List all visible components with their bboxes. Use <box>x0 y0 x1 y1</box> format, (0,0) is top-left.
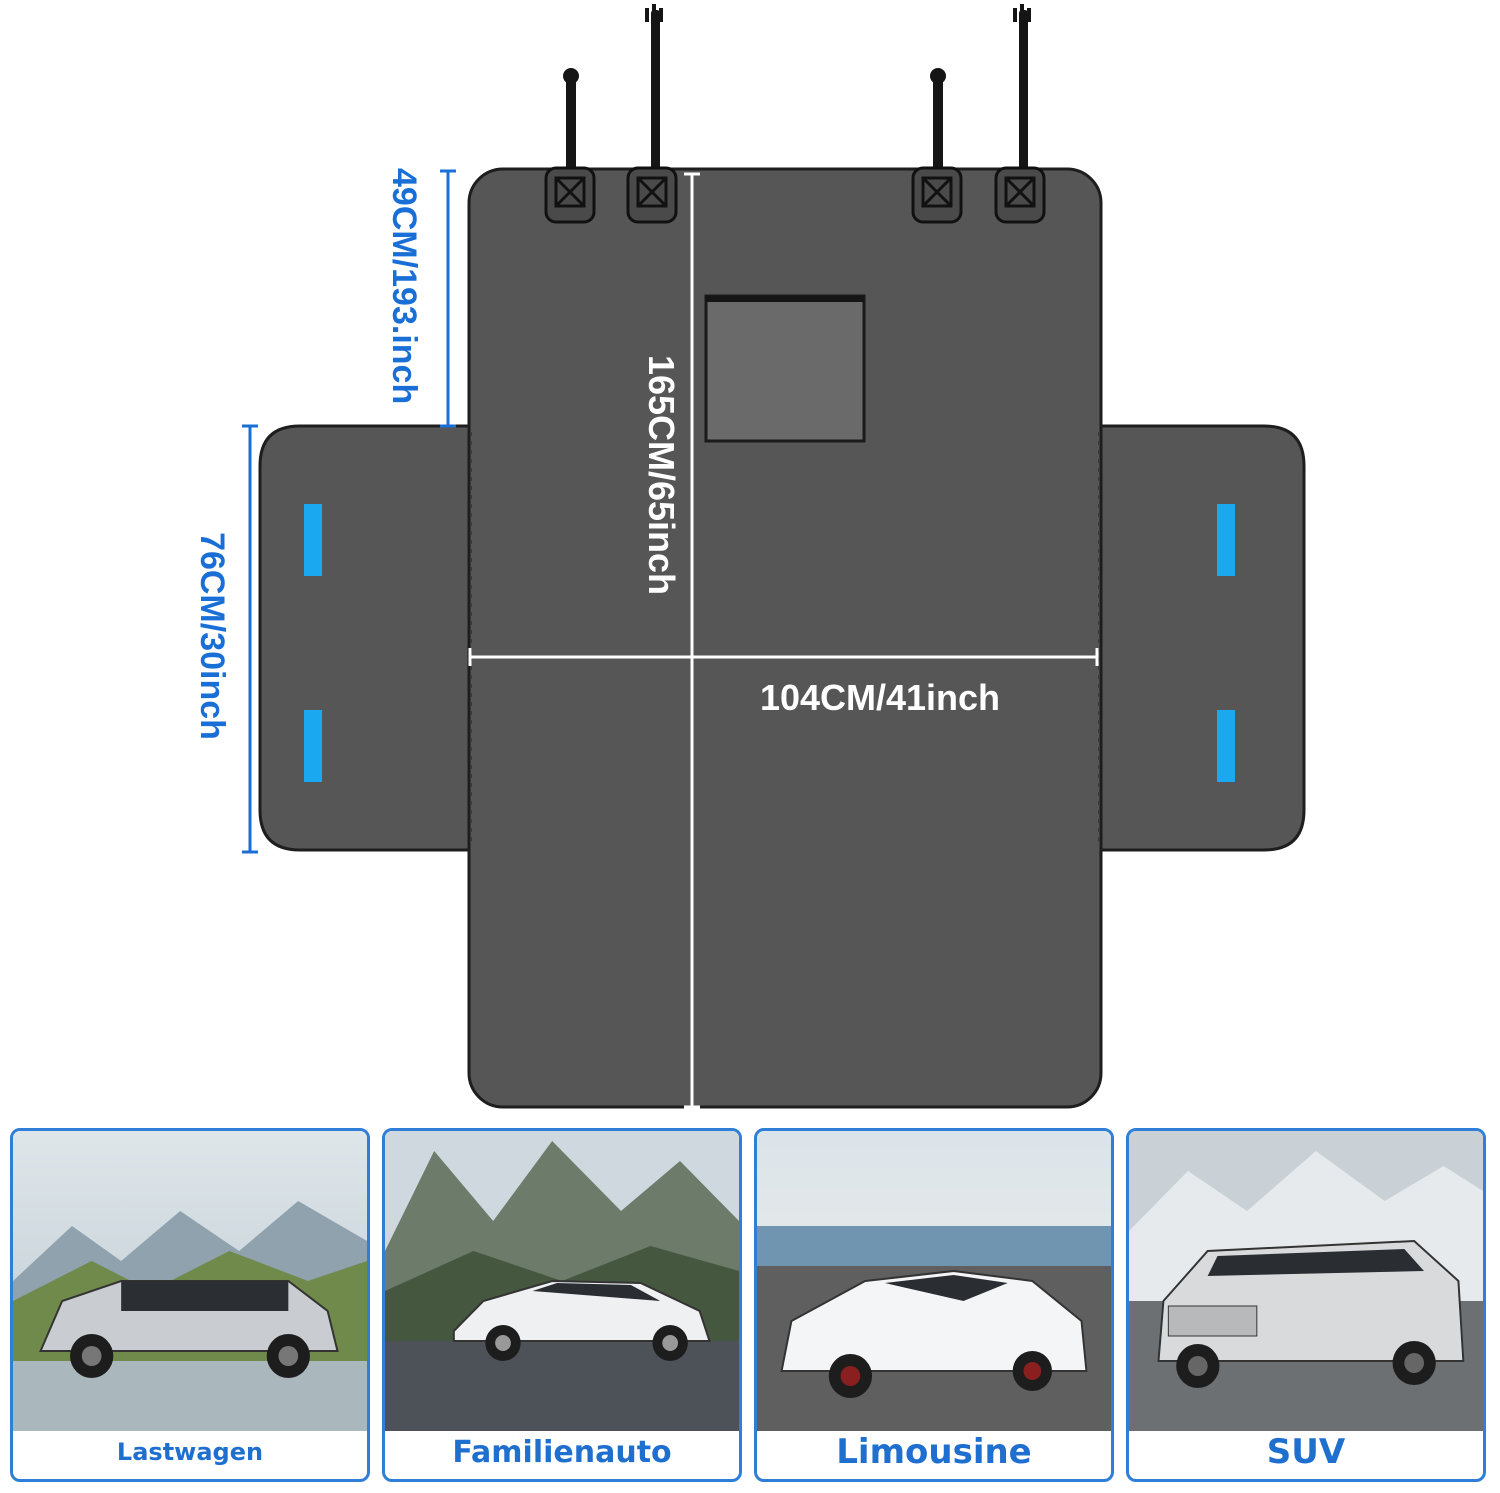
velcro-straps <box>304 504 1235 782</box>
side-flap-height-label: 76CM/30inch <box>193 532 231 740</box>
vehicle-card-limousine: Limousine <box>754 1128 1114 1482</box>
length-label: 165CM/65inch <box>641 354 682 596</box>
side-measurement-lines <box>242 169 456 854</box>
vehicle-card-familienauto: Familienauto <box>382 1128 742 1482</box>
width-label: 104CM/41inch <box>759 677 1001 718</box>
vehicle-compatibility-row: Lastwagen Familienauto <box>0 1128 1500 1488</box>
headrest-straps <box>563 4 1031 178</box>
upper-height-label: 49CM/193.inch <box>385 168 423 405</box>
main-mat-body <box>467 167 1103 1109</box>
measurement-lines <box>468 172 1099 1109</box>
left-side-flap <box>258 424 472 852</box>
mesh-window <box>704 294 866 443</box>
vehicle-label: Limousine <box>836 1432 1032 1472</box>
sedan-car-icon <box>385 1131 739 1431</box>
vehicle-label: Lastwagen <box>116 1438 264 1466</box>
sports-car-icon <box>757 1131 1111 1431</box>
off-road-suv-icon <box>13 1131 367 1431</box>
buckle-clips <box>544 166 1046 224</box>
vehicle-label: SUV <box>1266 1432 1346 1472</box>
vehicle-card-lastwagen: Lastwagen <box>10 1128 370 1482</box>
seat-cover-mat <box>242 4 1306 1109</box>
vehicle-label: Familienauto <box>452 1434 672 1470</box>
vehicle-card-suv: SUV <box>1126 1128 1486 1482</box>
suv-car-icon <box>1129 1131 1483 1431</box>
right-side-flap <box>1098 424 1306 852</box>
